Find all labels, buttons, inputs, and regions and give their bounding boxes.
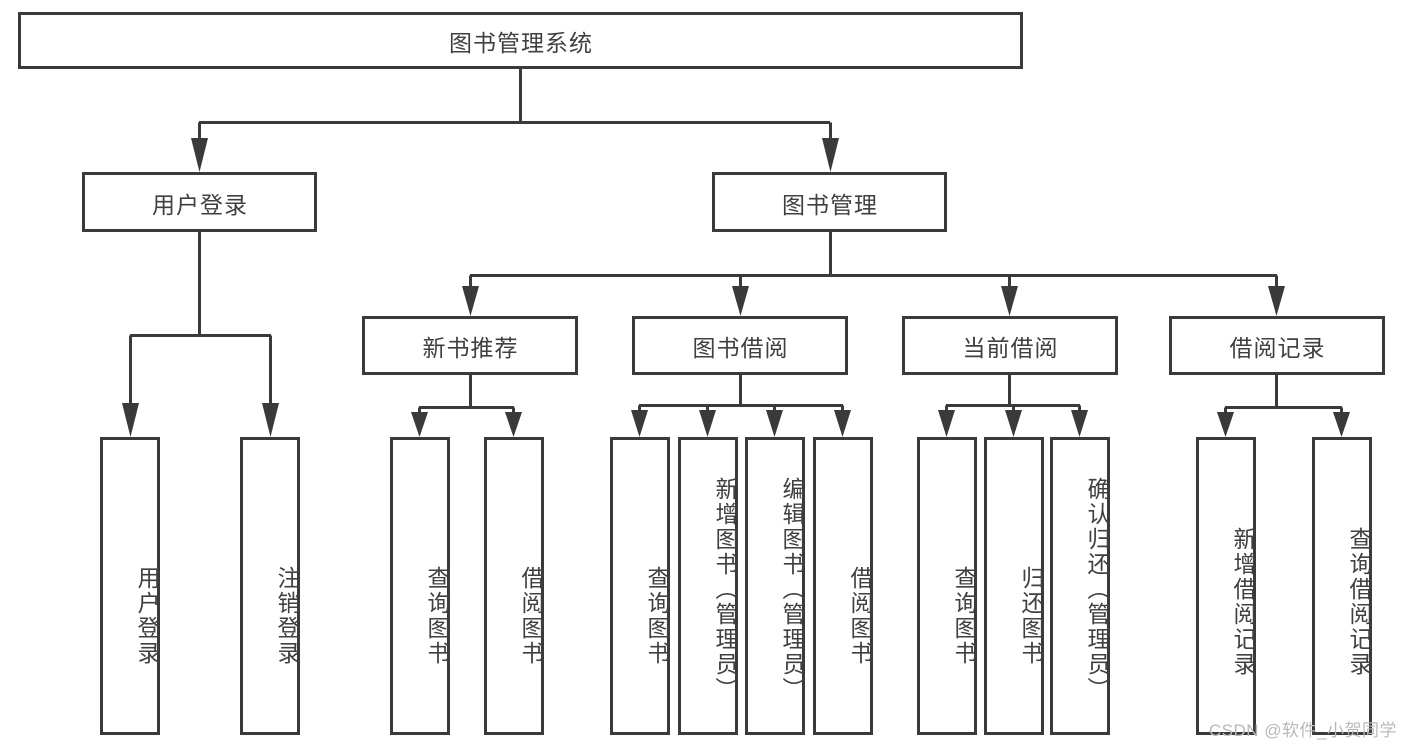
node-user-login[interactable] bbox=[82, 172, 317, 232]
node-new-book-recommend[interactable] bbox=[362, 316, 578, 375]
watermark-text: CSDN @软件_小贺同学 bbox=[1208, 721, 1397, 740]
leaf-book-borrow-2[interactable] bbox=[745, 437, 805, 735]
arrowhead-icon bbox=[699, 410, 716, 437]
arrowhead-icon bbox=[938, 410, 955, 437]
node-root[interactable] bbox=[18, 12, 1023, 69]
node-book-borrow[interactable] bbox=[632, 316, 848, 375]
leaf-book-borrow-1[interactable] bbox=[678, 437, 738, 735]
arrowhead-icon bbox=[1001, 286, 1018, 316]
leaf-borrow-record-0[interactable] bbox=[1196, 437, 1256, 735]
arrowhead-icon bbox=[631, 410, 648, 437]
arrowhead-icon bbox=[1071, 410, 1088, 437]
leaf-book-borrow-3[interactable] bbox=[813, 437, 873, 735]
leaf-new-book-0[interactable] bbox=[390, 437, 450, 735]
connector-bookmgmt-to-level3 bbox=[462, 232, 1285, 316]
connector-userlogin-to-leaves bbox=[122, 232, 279, 437]
connector-record-to-leaves bbox=[1217, 375, 1350, 437]
arrowhead-icon bbox=[766, 410, 783, 437]
leaf-current-borrow-0[interactable] bbox=[917, 437, 977, 735]
arrowhead-icon bbox=[191, 138, 208, 172]
connector-current-to-leaves bbox=[938, 375, 1088, 437]
connector-newbook-to-leaves bbox=[411, 375, 522, 437]
arrowhead-icon bbox=[462, 286, 479, 316]
leaf-current-borrow-2[interactable] bbox=[1050, 437, 1110, 735]
arrowhead-icon bbox=[505, 412, 522, 437]
node-borrow-record[interactable] bbox=[1169, 316, 1385, 375]
node-book-management[interactable] bbox=[712, 172, 947, 232]
arrowhead-icon bbox=[1005, 410, 1022, 437]
leaf-borrow-record-1[interactable] bbox=[1312, 437, 1372, 735]
arrowhead-icon bbox=[1217, 412, 1234, 437]
arrowhead-icon bbox=[262, 403, 279, 437]
connector-root-to-level2 bbox=[191, 68, 839, 172]
arrowhead-icon bbox=[732, 286, 749, 316]
arrowhead-icon bbox=[834, 410, 851, 437]
arrowhead-icon bbox=[1268, 286, 1285, 316]
leaf-new-book-1[interactable] bbox=[484, 437, 544, 735]
leaf-current-borrow-1[interactable] bbox=[984, 437, 1044, 735]
arrowhead-icon bbox=[822, 138, 839, 172]
connector-borrow-to-leaves bbox=[631, 375, 851, 437]
leaf-book-borrow-0[interactable] bbox=[610, 437, 670, 735]
leaf-user-login-0[interactable] bbox=[100, 437, 160, 735]
arrowhead-icon bbox=[1333, 412, 1350, 437]
arrowhead-icon bbox=[122, 403, 139, 437]
leaf-user-login-1[interactable] bbox=[240, 437, 300, 735]
node-current-borrow[interactable] bbox=[902, 316, 1118, 375]
arrowhead-icon bbox=[411, 412, 428, 437]
